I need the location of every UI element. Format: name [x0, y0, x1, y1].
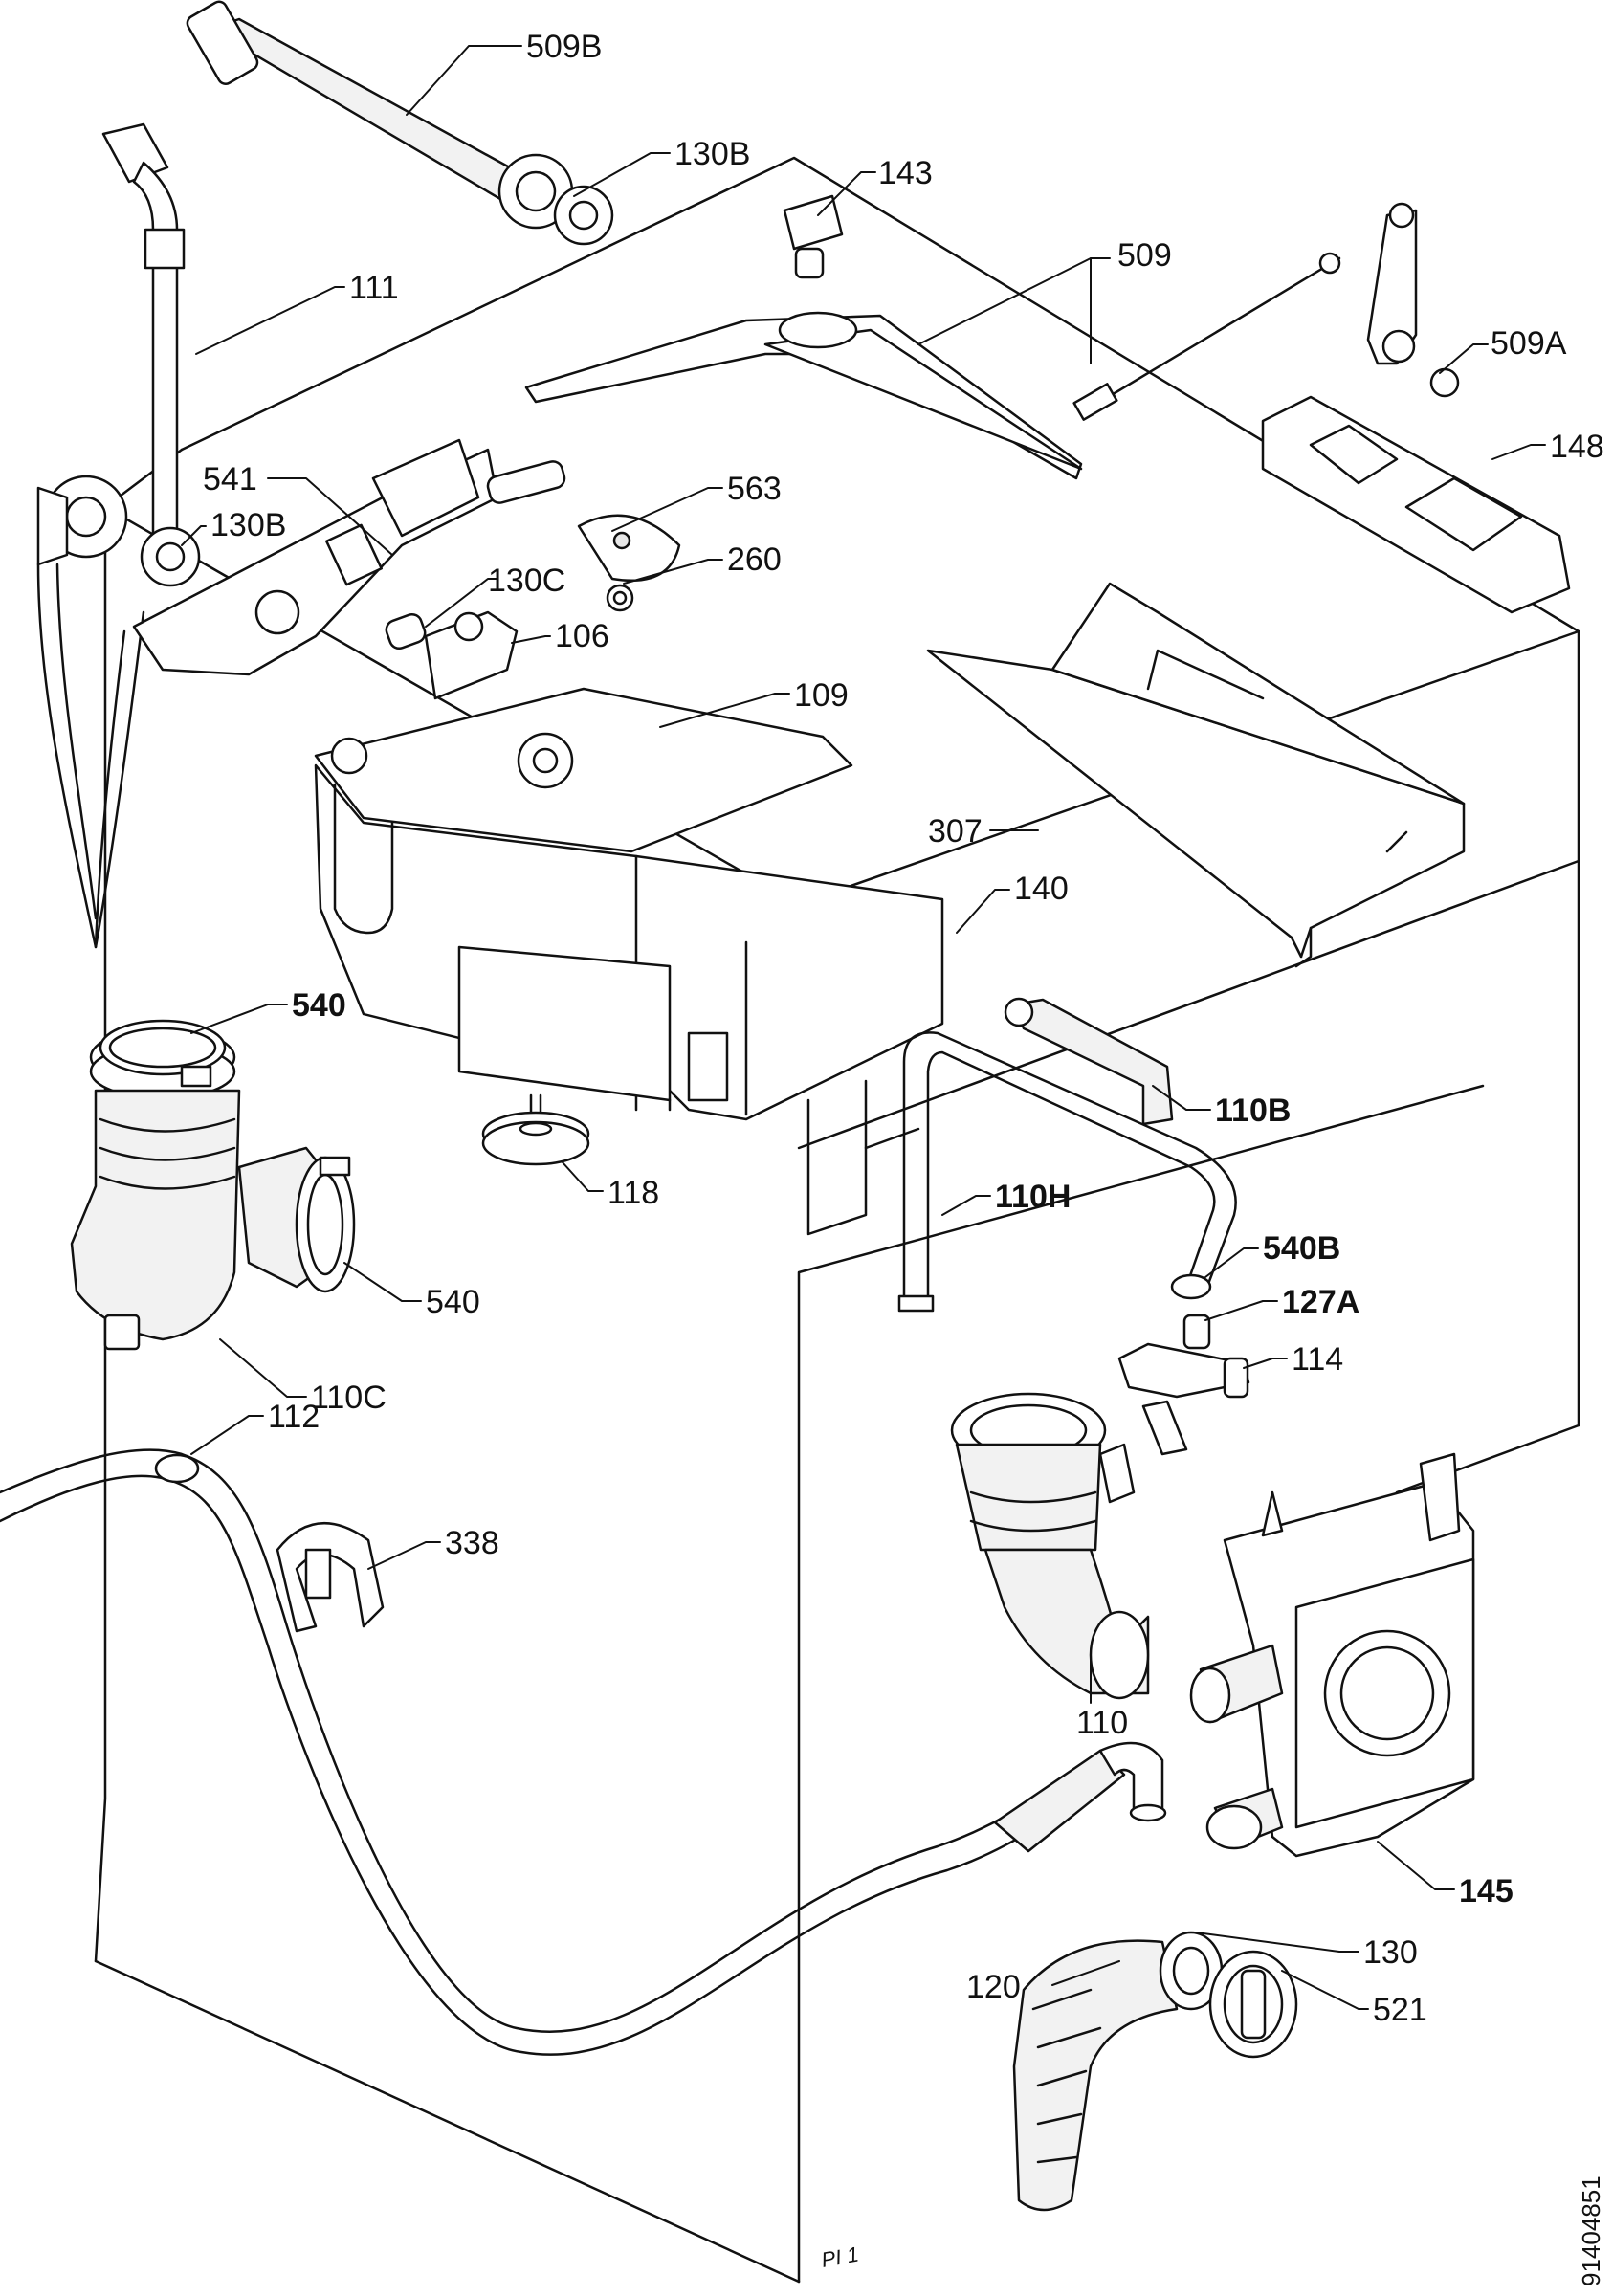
gasket-130 [1159, 1931, 1224, 2011]
label-540-top: 540 [292, 987, 346, 1024]
drain-hose-112 [0, 1448, 1167, 2056]
valve-bracket-541 [132, 438, 566, 676]
label-106: 106 [555, 618, 609, 654]
inlet-hose-111 [101, 122, 186, 538]
bellows-110c [70, 1027, 241, 1351]
label-541: 541 [203, 461, 257, 497]
label-110h: 110H [995, 1179, 1071, 1215]
clamp-540-top [99, 1019, 227, 1088]
label-127a: 127A [1282, 1284, 1359, 1320]
part-labels: 509B 130B 143 509 509A 111 148 541 130B … [203, 29, 1604, 2028]
label-120: 120 [966, 1969, 1021, 2005]
label-509a: 509A [1491, 325, 1567, 362]
label-130b-mid: 130B [210, 507, 286, 543]
label-130b-top: 130B [674, 136, 750, 172]
label-338: 338 [445, 1525, 499, 1561]
hose-loop-left [36, 475, 145, 949]
label-540b: 540B [1263, 1230, 1340, 1267]
lever-509 [524, 311, 1083, 480]
detergent-drawer-307 [926, 582, 1466, 968]
label-509: 509 [1117, 237, 1172, 274]
label-145: 145 [1459, 1873, 1514, 1910]
part-106 [424, 610, 519, 700]
label-540-bottom: 540 [426, 1284, 480, 1320]
clamp-540-bottom [237, 1146, 356, 1293]
label-260: 260 [727, 541, 782, 578]
label-140: 140 [1014, 871, 1069, 907]
part-563 [577, 514, 681, 583]
dispenser-body-140 [314, 763, 944, 1121]
knob-143 [783, 194, 844, 279]
label-110b: 110B [1215, 1093, 1291, 1129]
pump-145 [1189, 1452, 1475, 1858]
clamp-540b [1170, 1273, 1212, 1300]
hose-110h [897, 1031, 1237, 1313]
dispenser-housing-109 [314, 687, 853, 853]
label-109: 109 [794, 677, 849, 714]
label-563: 563 [727, 471, 782, 507]
filter-120 [1012, 1939, 1179, 2212]
rod-509 [1072, 252, 1341, 421]
sump-hose-110 [950, 1392, 1150, 1700]
label-148: 148 [1550, 429, 1604, 465]
hose-509b [186, 0, 574, 230]
label-521: 521 [1373, 1992, 1427, 2028]
label-112: 112 [268, 1399, 320, 1435]
label-111: 111 [349, 270, 399, 306]
cap-521 [1208, 1950, 1298, 2059]
label-114: 114 [1292, 1341, 1343, 1378]
label-509b: 509B [526, 29, 602, 65]
leader-lines [181, 45, 1546, 2010]
button-block-148 [1261, 395, 1571, 614]
part-130c [385, 612, 427, 651]
label-143: 143 [878, 155, 933, 191]
label-130c: 130C [488, 563, 565, 599]
label-307: 307 [928, 813, 983, 850]
corner-mark: PI 1 [820, 2242, 861, 2272]
label-118: 118 [608, 1175, 659, 1211]
label-110: 110 [1076, 1705, 1128, 1741]
fitting-114 [1117, 1342, 1250, 1456]
nipple-127a [1182, 1314, 1211, 1350]
label-130: 130 [1363, 1934, 1418, 1971]
clip-338 [276, 1521, 385, 1633]
filter-118 [481, 1093, 590, 1166]
nut-130b-top [553, 185, 614, 246]
label-110c: 110C [311, 1380, 387, 1416]
hose-110b [1004, 997, 1174, 1126]
spring-260 [606, 584, 634, 612]
document-number: 91404851 [1577, 2175, 1605, 2286]
arm-509a [1366, 202, 1460, 398]
